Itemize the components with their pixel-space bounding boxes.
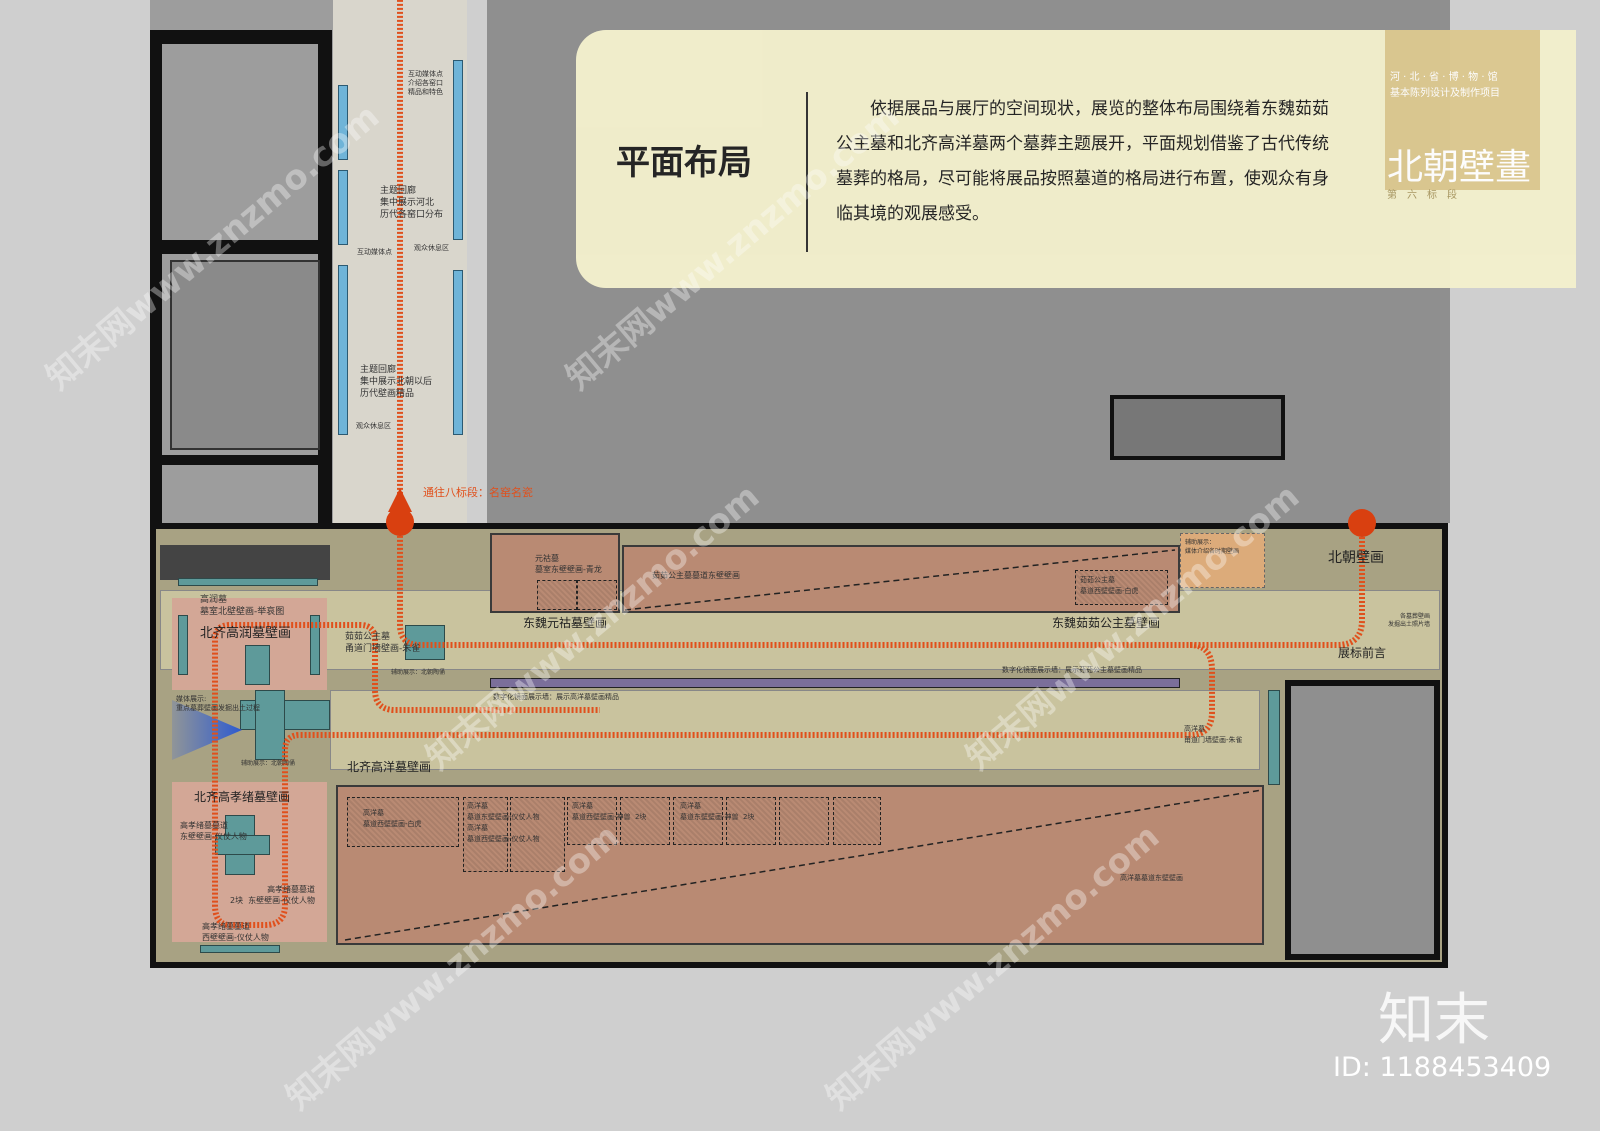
- divider: [806, 92, 808, 252]
- room-title: 北齐高洋墓壁画: [347, 760, 432, 774]
- label: 互动媒体点: [357, 248, 392, 256]
- label: 高润墓 墓室北壁壁画-举哀图: [200, 595, 285, 617]
- label: 观众休息区: [356, 422, 391, 430]
- label: 各墓葬壁画 发掘出土照片墙: [1388, 613, 1431, 628]
- exit-label: 通往八标段：名窑名瓷: [423, 486, 533, 499]
- watermark-logo: 知末: [1378, 988, 1490, 1053]
- room-title: 北齐高润墓壁画: [200, 626, 292, 641]
- info-panel: 平面布局 依据展品与展厅的空间现状，展览的整体布局围绕着东魏茹茹公主墓和北齐高洋…: [576, 30, 1576, 288]
- label: 高孝绪墓墓道 2块 东壁壁画-仪仗人物: [230, 885, 316, 905]
- label: 茹茹公主墓 墓道西壁壁画-白虎: [1080, 576, 1139, 595]
- mural-divider: [624, 549, 1176, 611]
- label: 观众休息区: [414, 244, 449, 252]
- label: 主题回廊 集中展示河北 历代各窑口分布: [380, 186, 444, 220]
- panel-title: 平面布局: [616, 143, 752, 183]
- room-title: 东魏元祜墓壁画: [523, 616, 608, 630]
- label: 辅助展示：北朝陶俑: [241, 760, 296, 767]
- label: 辅助展示： 媒体介绍各时期壁画: [1185, 539, 1240, 555]
- label: 媒体展示: 重点墓葬壁画发掘出土过程: [176, 695, 260, 712]
- room-title: 东魏茹茹公主墓壁画: [1052, 616, 1161, 630]
- elevators: [1110, 395, 1285, 460]
- brand-title: 北朝壁畫: [1387, 147, 1532, 188]
- label: 数字化镜面展示墙：展示高洋墓壁画精品: [493, 693, 619, 701]
- exit-arrow: [388, 488, 412, 512]
- label: 高洋墓 墓道东壁壁画-仪仗人物 高洋墓 墓道西壁壁画-仪仗人物: [467, 802, 540, 843]
- label: 高洋墓墓道东壁壁画: [1120, 874, 1183, 882]
- label: 元祜墓 墓室东壁壁画-青龙: [535, 554, 602, 574]
- label: 主题回廊 集中展示北朝以后 历代壁画精品: [360, 365, 433, 399]
- label: 高洋墓 甬道门墙壁画-朱雀: [1184, 725, 1243, 744]
- brand-box: 河 · 北 · 省 · 博 · 物 · 馆 基本陈列设计及制作项目 北朝壁畫: [1385, 30, 1540, 190]
- label: 展标前言: [1338, 646, 1387, 660]
- label: 高孝绪墓墓道 东壁壁画-仪仗人物: [180, 821, 247, 841]
- label: 数字化镜面展示墙：展示茹茹公主墓壁画精品: [1002, 666, 1142, 674]
- start-marker: [1348, 509, 1376, 537]
- mural-divider: [344, 789, 1263, 941]
- visitor-route: [212, 622, 1215, 928]
- watermark-id: ID: 1188453409: [1333, 1052, 1552, 1083]
- start-label: 北朝壁画: [1328, 550, 1384, 566]
- exit-marker: [386, 508, 414, 536]
- label: 茹茹公主墓墓道东壁壁画: [652, 571, 740, 580]
- label: 高洋墓 墓道西壁壁画-神兽 2块: [572, 802, 647, 821]
- label: 高孝绪墓墓道 西壁壁画-仪仗人物: [202, 922, 269, 942]
- mirror-wall: [490, 678, 1180, 688]
- label: 辅助展示：北朝陶俑: [391, 669, 446, 676]
- label: 高洋墓 墓道东壁壁画-神兽 2块: [680, 802, 755, 821]
- label: 互动媒体点 介绍各窑口 精品和特色: [408, 70, 443, 96]
- room-title: 北齐高孝绪墓壁画: [194, 790, 291, 804]
- label: 高洋墓 墓道西壁壁画-白虎: [363, 809, 422, 828]
- panel-body: 依据展品与展厅的空间现状，展览的整体布局围绕着东魏茹茹公主墓和北齐高洋墓两个墓葬…: [836, 99, 1329, 224]
- label: 茹茹公主墓 甬道门墙壁画-朱雀: [345, 632, 421, 654]
